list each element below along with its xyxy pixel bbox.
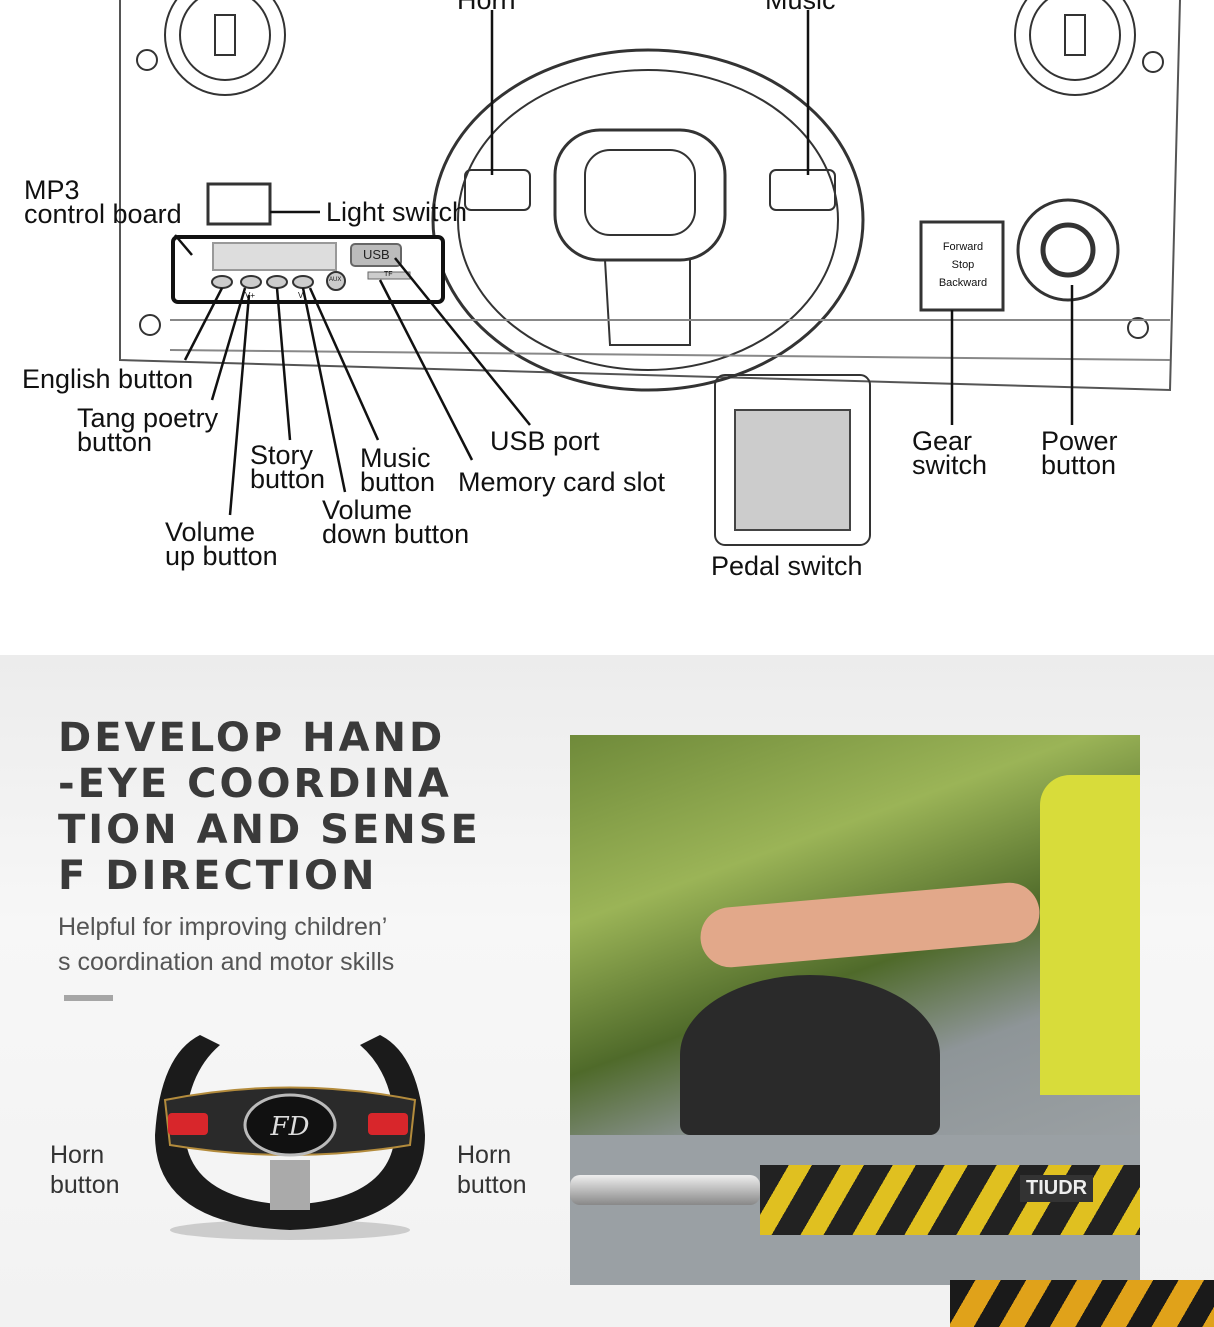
feature-section: DEVELOP HAND -EYE COORDINA TION AND SENS… <box>0 655 1214 1327</box>
feature-headline: DEVELOP HAND -EYE COORDINA TION AND SENS… <box>58 715 481 899</box>
gear-forward: Forward <box>942 241 984 253</box>
label-story: Story button <box>250 440 326 494</box>
v-plus-label: V+ <box>245 291 256 300</box>
horn-button-right-label: Horn button <box>457 1141 527 1199</box>
label-mp3-board: MP3 control board <box>24 175 182 229</box>
label-usb-port: USB port <box>490 426 600 456</box>
hazard-stripe <box>950 1280 1214 1327</box>
label-english: English button <box>22 364 194 394</box>
usb-label: USB <box>363 247 390 262</box>
label-horn: Horn <box>457 0 516 15</box>
wheel-logo: FD <box>270 1112 310 1142</box>
label-power: Power button <box>1041 426 1118 480</box>
tf-label: TF <box>384 271 393 278</box>
dashboard-drawing <box>119 0 1181 546</box>
label-memory-card: Memory card slot <box>458 467 666 497</box>
label-gear: Gear switch <box>912 426 988 480</box>
divider-bar <box>64 995 113 1001</box>
label-pedal: Pedal switch <box>711 551 863 581</box>
gear-backward: Backward <box>938 277 988 289</box>
label-volume-up: Volume up button <box>165 517 278 571</box>
gear-switch-box: Forward Stop Backward <box>931 238 995 292</box>
horn-button-left-label: Horn button <box>50 1141 120 1199</box>
gear-stop: Stop <box>951 259 975 271</box>
label-music-button: Music button <box>360 443 436 497</box>
label-tang-poetry: Tang poetry button <box>77 403 219 457</box>
child-driving-photo: TIUDR <box>570 735 1140 1285</box>
v-minus-label: V- <box>298 291 306 300</box>
feature-subtitle: Helpful for improving children’ s coordi… <box>58 913 395 976</box>
label-light-switch: Light switch <box>326 197 468 227</box>
control-diagram: Horn Music MP3 control board Light switc… <box>0 0 1214 600</box>
steering-wheel-image: FD <box>155 1035 425 1240</box>
label-music: Music <box>765 0 836 15</box>
photo-badge: TIUDR <box>1020 1175 1094 1202</box>
aux-label: AUX <box>329 277 342 283</box>
label-volume-down: Volume down button <box>322 495 470 549</box>
